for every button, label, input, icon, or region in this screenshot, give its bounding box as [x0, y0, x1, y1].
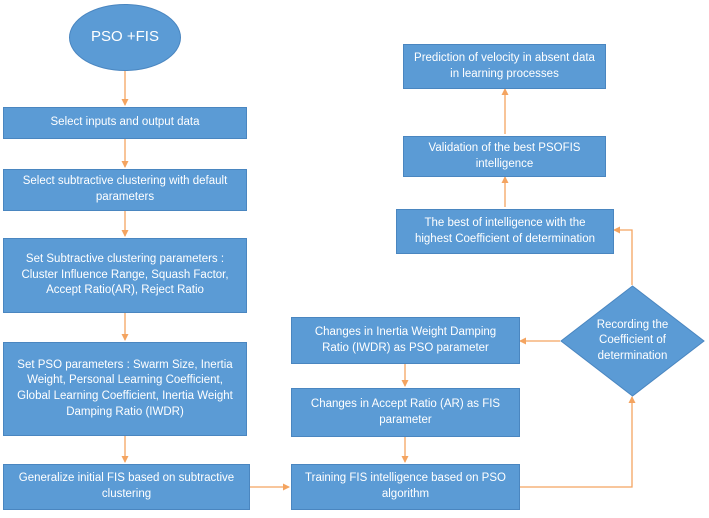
changes-iwdr-box: Changes in Inertia Weight Damping Ratio … — [291, 317, 520, 364]
prediction-box: Prediction of velocity in absent data in… — [403, 44, 606, 89]
recording-diamond-text-area: Recording the Coefficient of determinati… — [585, 306, 680, 376]
set-subtractive-params-box: Set Subtractive clustering parameters : … — [3, 238, 247, 313]
prediction-label: Prediction of velocity in absent data in… — [414, 51, 595, 80]
set-pso-params-box: Set PSO parameters : Swarm Size, Inertia… — [3, 342, 247, 436]
training-fis-label: Training FIS intelligence based on PSO a… — [305, 472, 506, 500]
arrow-training-fis-to-recording — [520, 396, 636, 488]
select-inputs-label: Select inputs and output data — [50, 116, 200, 129]
set-subtractive-params-label: Set Subtractive clustering parameters : … — [21, 253, 229, 297]
recording-label: Recording the Coefficient of determinati… — [596, 318, 669, 362]
select-clustering-box: Select subtractive clustering with defau… — [3, 169, 247, 211]
validation-label: Validation of the best PSOFIS intelligen… — [428, 141, 581, 170]
arrow-recording-to-best-intelligence — [613, 226, 633, 285]
generalize-fis-label: Generalize initial FIS based on subtract… — [18, 472, 235, 500]
select-inputs-box: Select inputs and output data — [3, 107, 247, 139]
changes-ar-box: Changes in Accept Ratio (AR) as FIS para… — [291, 388, 520, 437]
generalize-fis-box: Generalize initial FIS based on subtract… — [3, 464, 250, 510]
changes-ar-label: Changes in Accept Ratio (AR) as FIS para… — [310, 397, 501, 426]
validation-box: Validation of the best PSOFIS intelligen… — [403, 136, 606, 177]
training-fis-box: Training FIS intelligence based on PSO a… — [291, 464, 520, 510]
set-pso-params-label: Set PSO parameters : Swarm Size, Inertia… — [17, 358, 233, 418]
select-clustering-label: Select subtractive clustering with defau… — [22, 175, 228, 203]
changes-iwdr-label: Changes in Inertia Weight Damping Ratio … — [314, 325, 497, 354]
best-intelligence-label: The best of intelligence with the highes… — [414, 216, 596, 245]
recording-diamond — [560, 285, 705, 397]
start-oval: PSO +FIS — [69, 4, 181, 71]
start-label: PSO +FIS — [91, 28, 159, 46]
best-intelligence-box: The best of intelligence with the highes… — [396, 209, 614, 254]
